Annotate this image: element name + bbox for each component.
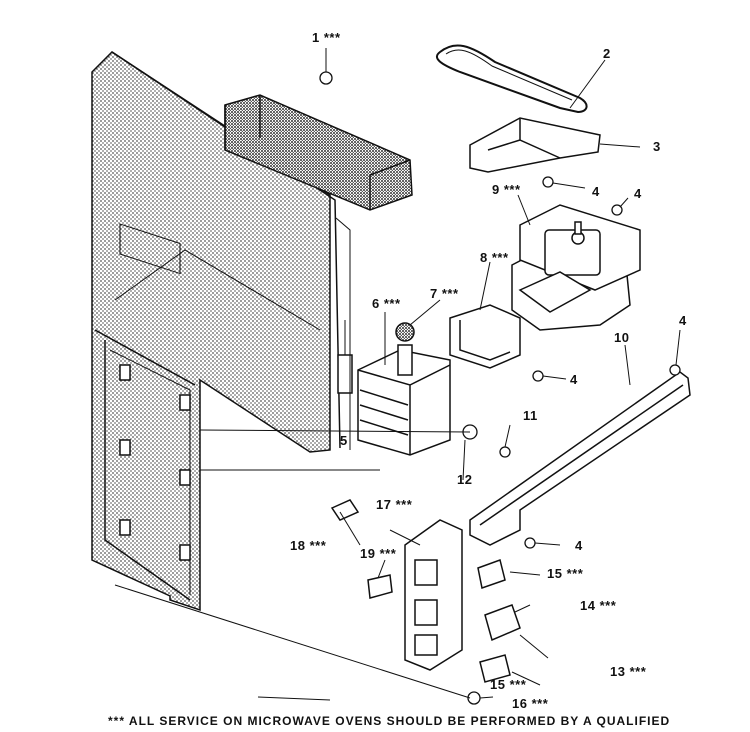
label-part-4-b: 4 (634, 186, 642, 201)
label-part-5: 5 (340, 433, 348, 448)
label-part-12: 12 (457, 472, 473, 487)
label-part-15-a: 15 *** (547, 566, 584, 581)
magnetron (357, 322, 451, 456)
label-part-13: 13 *** (610, 664, 647, 679)
label-part-10: 10 (614, 330, 630, 345)
label-part-9: 9 *** (492, 182, 521, 197)
top-air-duct (224, 94, 413, 211)
label-part-11: 11 (523, 408, 538, 423)
label-part-4-e: 4 (575, 538, 583, 553)
label-part-3: 3 (653, 139, 661, 154)
label-part-4-c: 4 (679, 313, 687, 328)
label-part-15-b: 15 *** (490, 677, 527, 692)
switch-bracket (404, 519, 463, 671)
mounting-rail (469, 371, 691, 546)
label-part-2: 2 (603, 46, 611, 61)
label-part-1: 1 *** (312, 30, 341, 45)
label-part-4-d: 4 (570, 372, 578, 387)
label-part-8: 8 *** (480, 250, 509, 265)
label-part-17: 17 *** (376, 497, 413, 512)
label-part-6: 6 *** (372, 296, 401, 311)
service-footnote: *** ALL SERVICE ON MICROWAVE OVENS SHOUL… (108, 714, 671, 728)
fan-motor-assembly (511, 204, 641, 331)
leader-lines (114, 48, 681, 701)
label-part-4-a: 4 (592, 184, 600, 199)
label-part-16: 16 *** (512, 696, 549, 711)
oven-cavity (91, 51, 341, 612)
interlock-switches (330, 499, 521, 683)
guide-cover (449, 304, 521, 369)
bracket (469, 117, 601, 173)
label-part-19: 19 *** (360, 546, 397, 561)
belt (435, 44, 588, 114)
label-part-7: 7 *** (430, 286, 459, 301)
screws (319, 71, 681, 705)
label-part-14: 14 *** (580, 598, 617, 613)
label-part-18: 18 *** (290, 538, 327, 553)
